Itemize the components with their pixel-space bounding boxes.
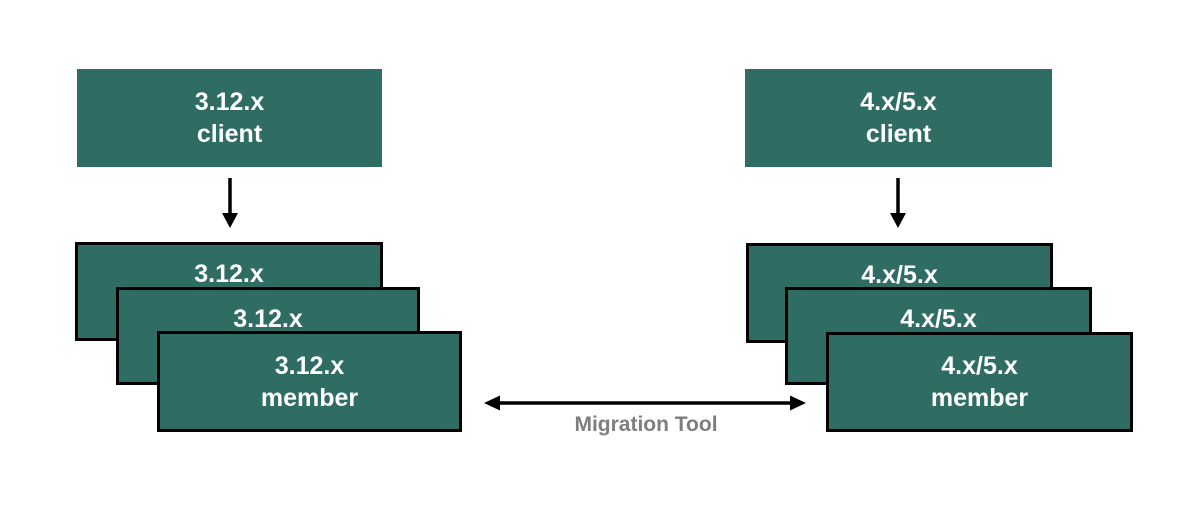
right-member-middle-label: 4.x/5.x — [900, 305, 977, 333]
left-down-arrow-icon — [222, 178, 238, 228]
right-client-role-label: client — [865, 120, 932, 148]
left-member-middle-label: 3.12.x — [233, 305, 303, 333]
left-member-version-label: 3.12.x — [274, 351, 345, 380]
migration-tool-label: Migration Tool — [574, 413, 718, 436]
left-client-box: 3.12.x client — [77, 69, 382, 167]
arrow-head — [890, 213, 906, 228]
right-client-version-label: 4.x/5.x — [860, 88, 937, 116]
arrow-head-left — [484, 395, 500, 411]
left-member-role-label: member — [260, 383, 359, 412]
right-member-role-label: member — [930, 384, 1029, 412]
double-headed-arrow-icon — [484, 395, 806, 411]
left-member-box-front: 3.12.x member — [157, 331, 462, 432]
arrow-head — [222, 213, 238, 228]
right-client-box: 4.x/5.x client — [745, 69, 1052, 167]
arrow-head-right — [790, 395, 806, 411]
left-client-role-label: client — [196, 120, 263, 148]
right-member-box-front: 4.x/5.x member — [826, 332, 1133, 432]
left-client-version-label: 3.12.x — [194, 88, 265, 116]
right-down-arrow-icon — [890, 178, 906, 228]
right-member-version-label: 4.x/5.x — [941, 352, 1018, 380]
left-member-back-label: 3.12.x — [194, 260, 264, 288]
right-member-back-label: 4.x/5.x — [861, 261, 938, 289]
